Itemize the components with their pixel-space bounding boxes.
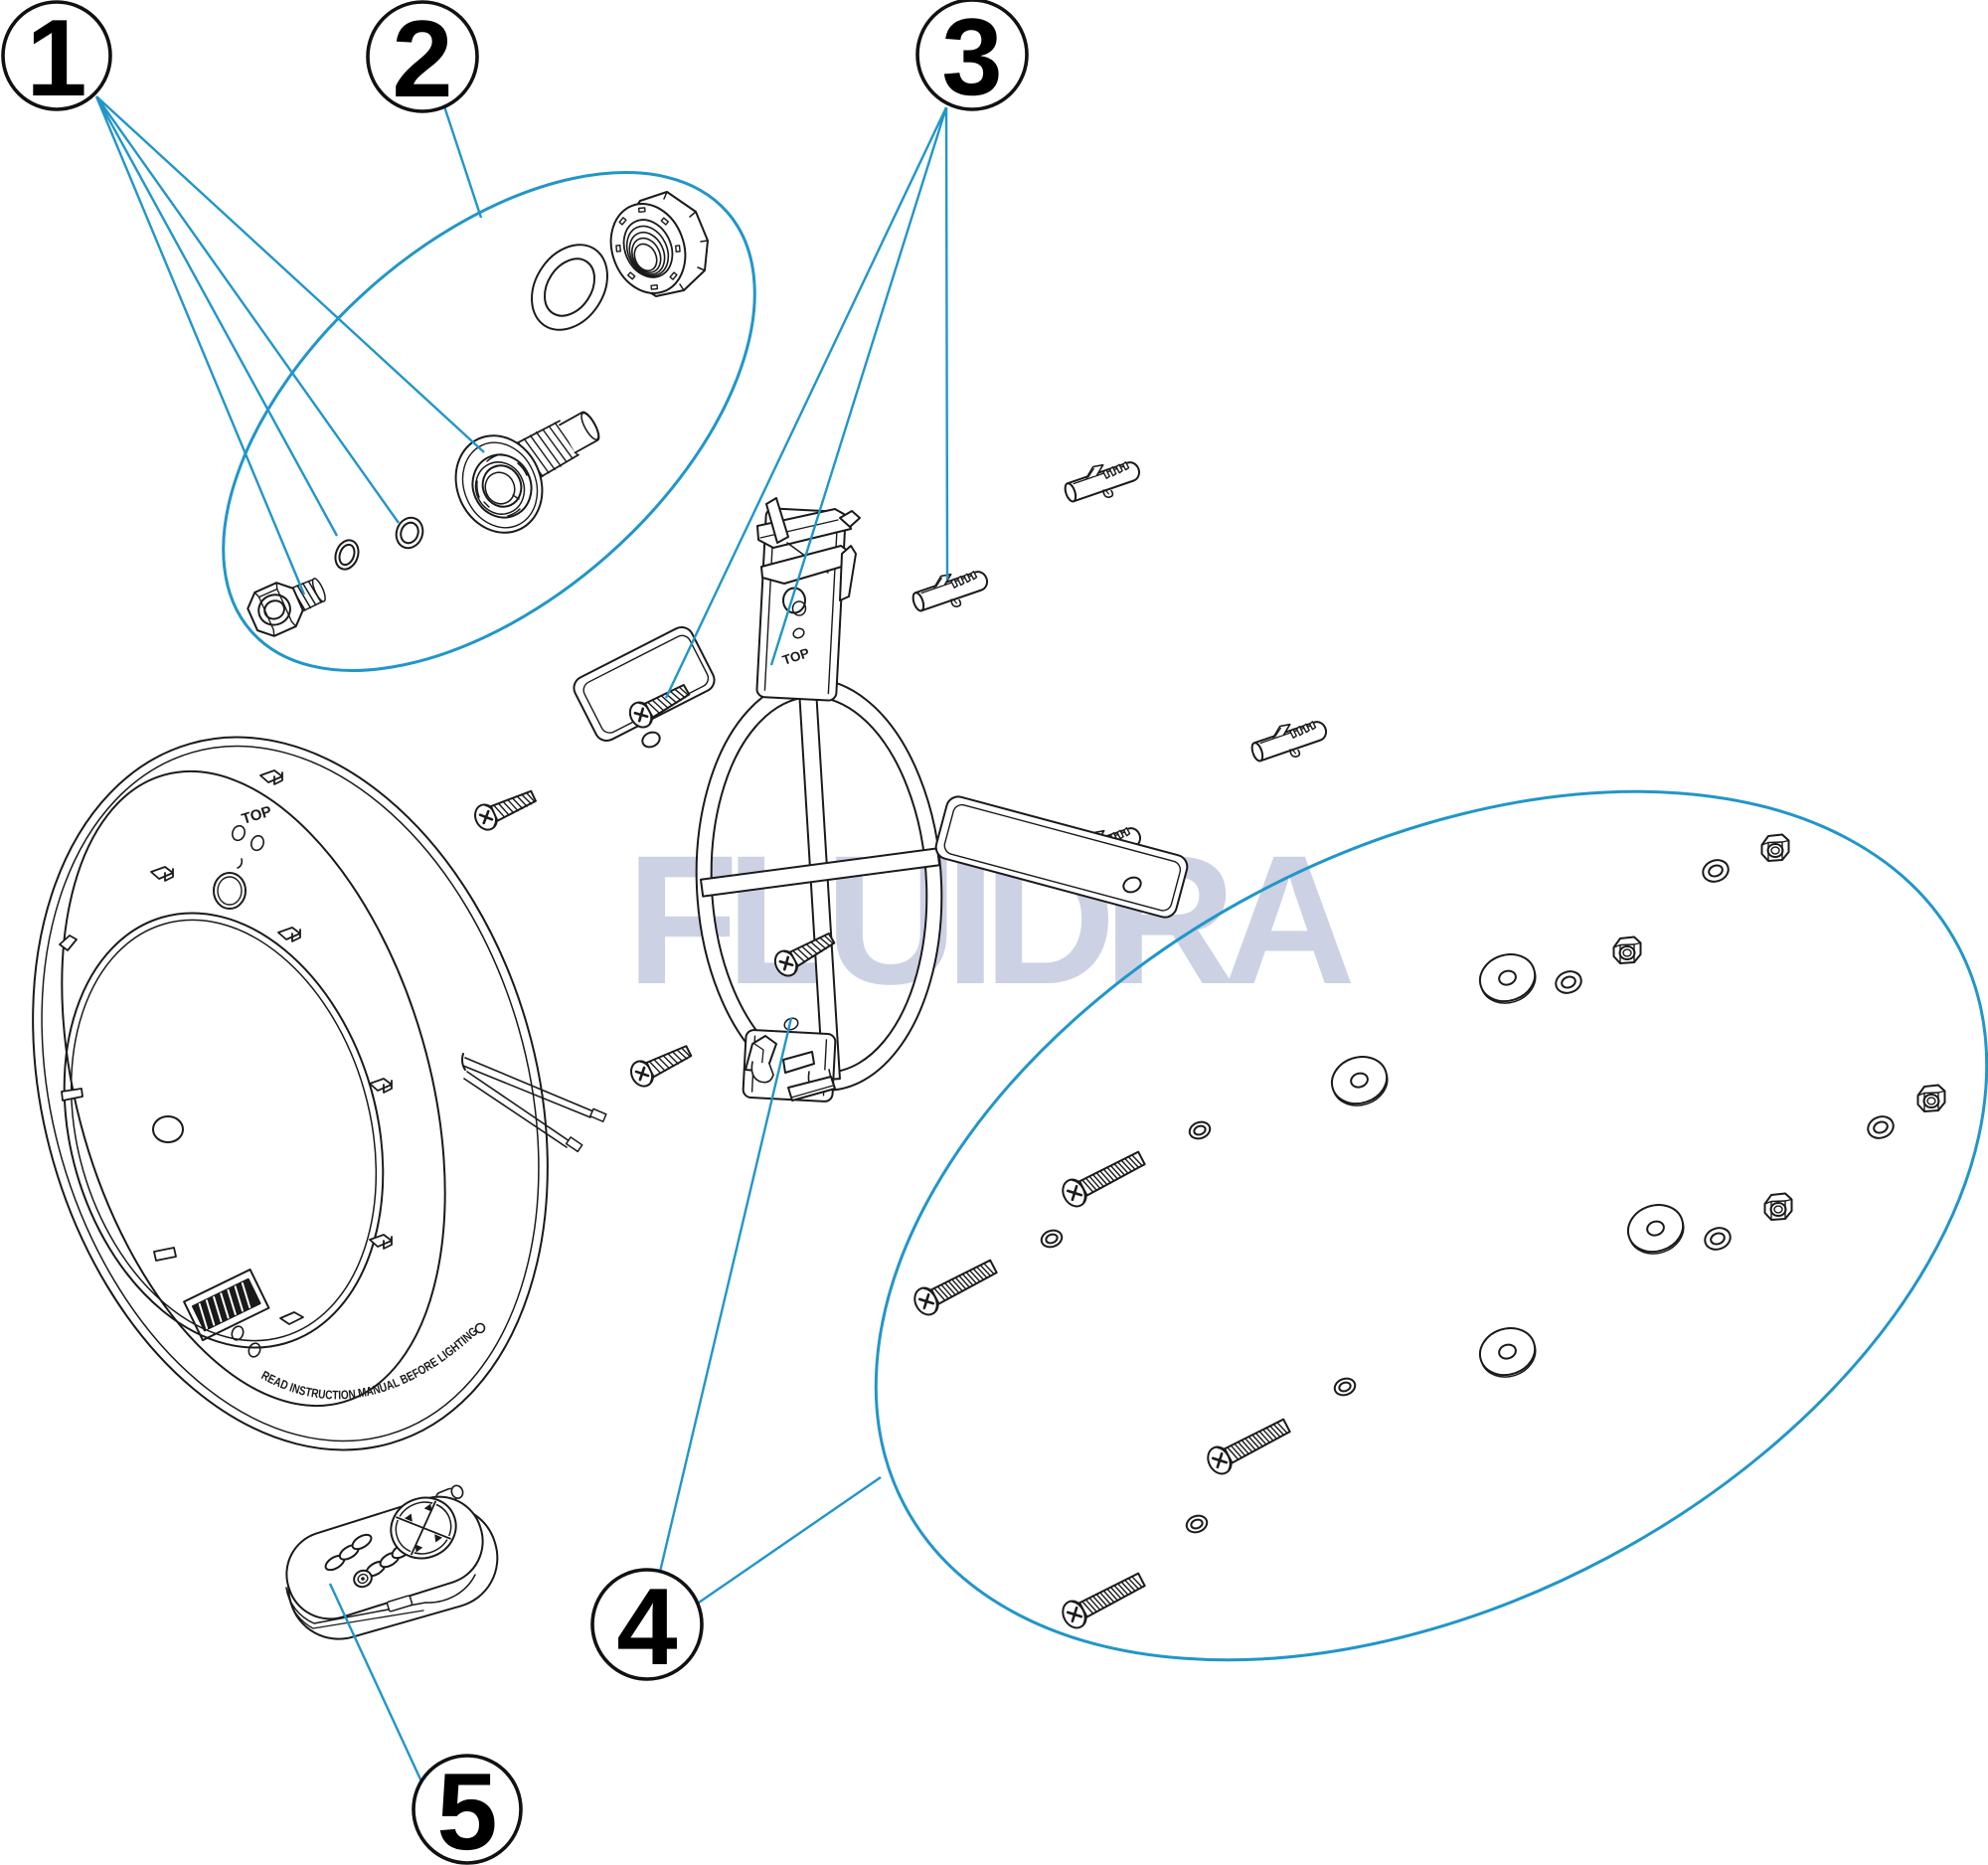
svg-text:1: 1 (26, 0, 86, 119)
svg-text:5: 5 (436, 1751, 497, 1865)
svg-text:2: 2 (392, 0, 452, 120)
svg-text:3: 3 (941, 0, 1002, 118)
svg-text:4: 4 (616, 1566, 677, 1688)
